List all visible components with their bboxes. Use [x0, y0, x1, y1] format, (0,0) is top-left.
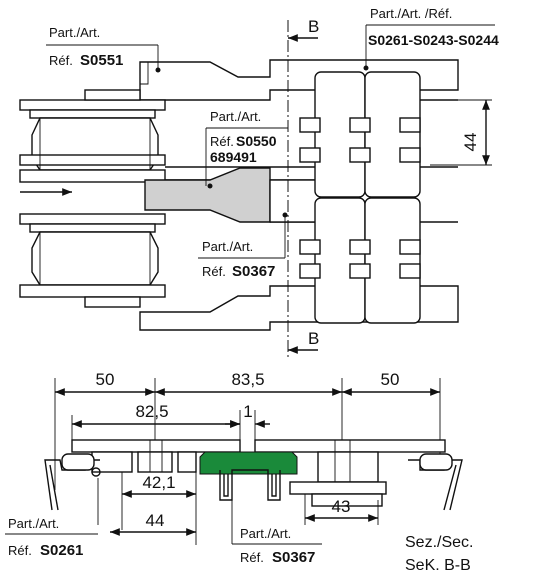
- dim-50-right: 50: [381, 370, 400, 389]
- svg-text:Part./Art. /Réf.: Part./Art. /Réf.: [370, 6, 452, 21]
- svg-text:Réf.: Réf.: [202, 264, 226, 279]
- hub-bottom: [84, 296, 141, 308]
- lower-wheel: [19, 213, 166, 298]
- label-s0367-top: Part./Art. Réf. S0367: [198, 215, 286, 280]
- svg-text:S0551: S0551: [80, 52, 123, 69]
- dim-1: 1: [243, 402, 252, 421]
- svg-text:S0367: S0367: [272, 549, 315, 566]
- svg-text:Part./Art.: Part./Art.: [49, 25, 100, 40]
- svg-text:Part./Art.: Part./Art.: [202, 239, 253, 254]
- svg-text:Réf.: Réf.: [210, 134, 234, 149]
- label-s0261-bottom: Part./Art. Réf. S0261: [5, 516, 98, 559]
- section-chain-right: [254, 439, 446, 507]
- label-s0551: Part./Art. Réf. S0551: [46, 25, 161, 73]
- svg-text:Réf.: Réf.: [8, 543, 32, 558]
- dim-44-bottom: 44: [146, 511, 165, 530]
- dim-50-left: 50: [96, 370, 115, 389]
- section-mark-top: B: [308, 17, 319, 36]
- top-view: B B 44 Part./Art. Réf. S0551 Part./Art. …: [19, 6, 499, 360]
- svg-text:Réf.: Réf.: [49, 53, 73, 68]
- right-guide-profile: [408, 453, 463, 511]
- svg-text:S0550: S0550: [236, 133, 277, 149]
- svg-text:S0261: S0261: [40, 542, 83, 559]
- center-guide-green: [199, 451, 298, 501]
- dim-82-5: 82,5: [135, 402, 168, 421]
- svg-text:S0261-S0243-S0244: S0261-S0243-S0244: [368, 32, 499, 48]
- upper-wheel: [19, 99, 166, 183]
- section-title-line2: SeK. B-B: [405, 557, 471, 574]
- section-view: 50 83,5 50 82,5 1: [5, 370, 473, 574]
- section-mark-bottom: B: [308, 329, 319, 348]
- label-s0550: Part./Art. Réf. S0550 689491: [205, 109, 288, 186]
- dim-42-1: 42,1: [142, 473, 175, 492]
- chain-module-lower: [299, 197, 421, 324]
- left-guide-profile: [44, 453, 101, 525]
- dim-83-5: 83,5: [231, 370, 264, 389]
- svg-text:Part./Art.: Part./Art.: [8, 516, 59, 531]
- svg-text:Part./Art.: Part./Art.: [210, 109, 261, 124]
- label-s0261-s0243-s0244: Part./Art. /Réf. S0261-S0243-S0244: [365, 6, 499, 68]
- svg-text:Part./Art.: Part./Art.: [240, 526, 291, 541]
- chain-module-upper: [299, 65, 421, 198]
- label-s0367-bottom: Part./Art. Réf. S0367: [231, 500, 322, 566]
- hub-top: [84, 89, 141, 101]
- svg-text:Réf.: Réf.: [240, 550, 264, 565]
- svg-text:S0367: S0367: [232, 263, 275, 280]
- section-chain-left: [71, 439, 241, 473]
- section-title-line1: Sez./Sec.: [405, 534, 473, 551]
- center-guide-bar: [269, 179, 321, 223]
- dim-43: 43: [332, 497, 351, 516]
- dim-44-vertical: 44: [461, 133, 480, 152]
- svg-text:689491: 689491: [210, 149, 257, 165]
